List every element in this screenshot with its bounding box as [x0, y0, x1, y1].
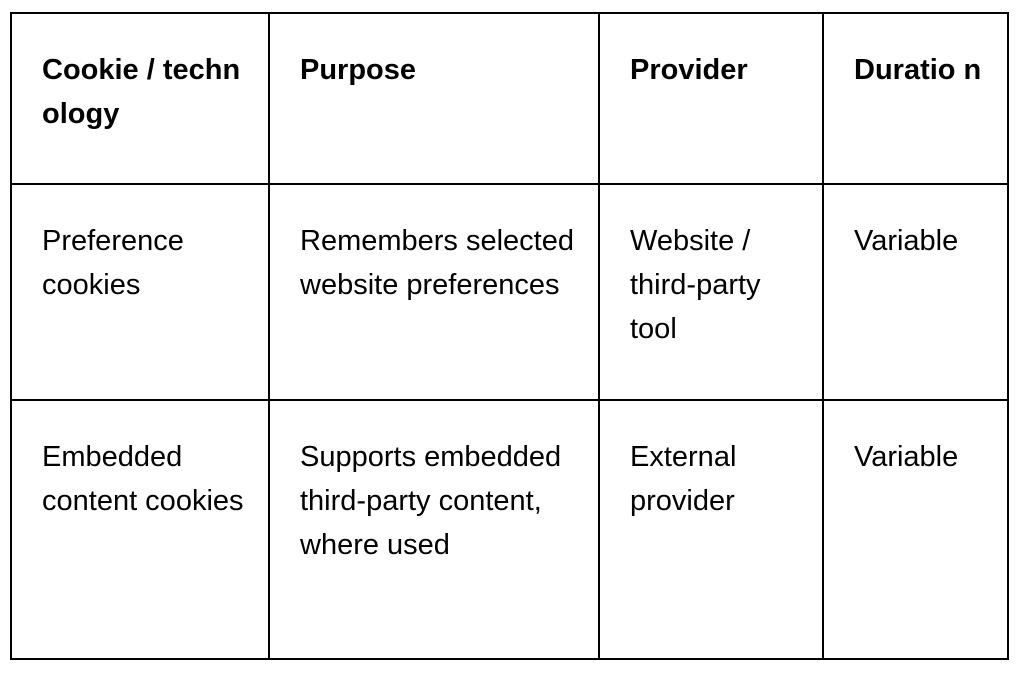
cell-provider: External provider	[598, 399, 824, 660]
table-row: Preference cookies Remembers selected we…	[10, 183, 1009, 401]
cell-provider: Website / third-party tool	[598, 183, 824, 401]
cookie-table: Cookie / technology Purpose Provider Dur…	[10, 12, 1009, 660]
header-cookie-technology: Cookie / technology	[10, 12, 270, 185]
table-header-row: Cookie / technology Purpose Provider Dur…	[10, 12, 1009, 185]
cell-purpose: Supports embedded third-party content, w…	[268, 399, 600, 660]
cell-cookie: Preference cookies	[10, 183, 270, 401]
header-provider: Provider	[598, 12, 824, 185]
cell-duration: Variable	[822, 399, 1009, 660]
table-row: Embedded content cookies Supports embedd…	[10, 399, 1009, 660]
cell-cookie: Embedded content cookies	[10, 399, 270, 660]
header-duration: Duratio n	[822, 12, 1009, 185]
header-purpose: Purpose	[268, 12, 600, 185]
cell-purpose: Remembers selected website preferences	[268, 183, 600, 401]
cell-duration: Variable	[822, 183, 1009, 401]
